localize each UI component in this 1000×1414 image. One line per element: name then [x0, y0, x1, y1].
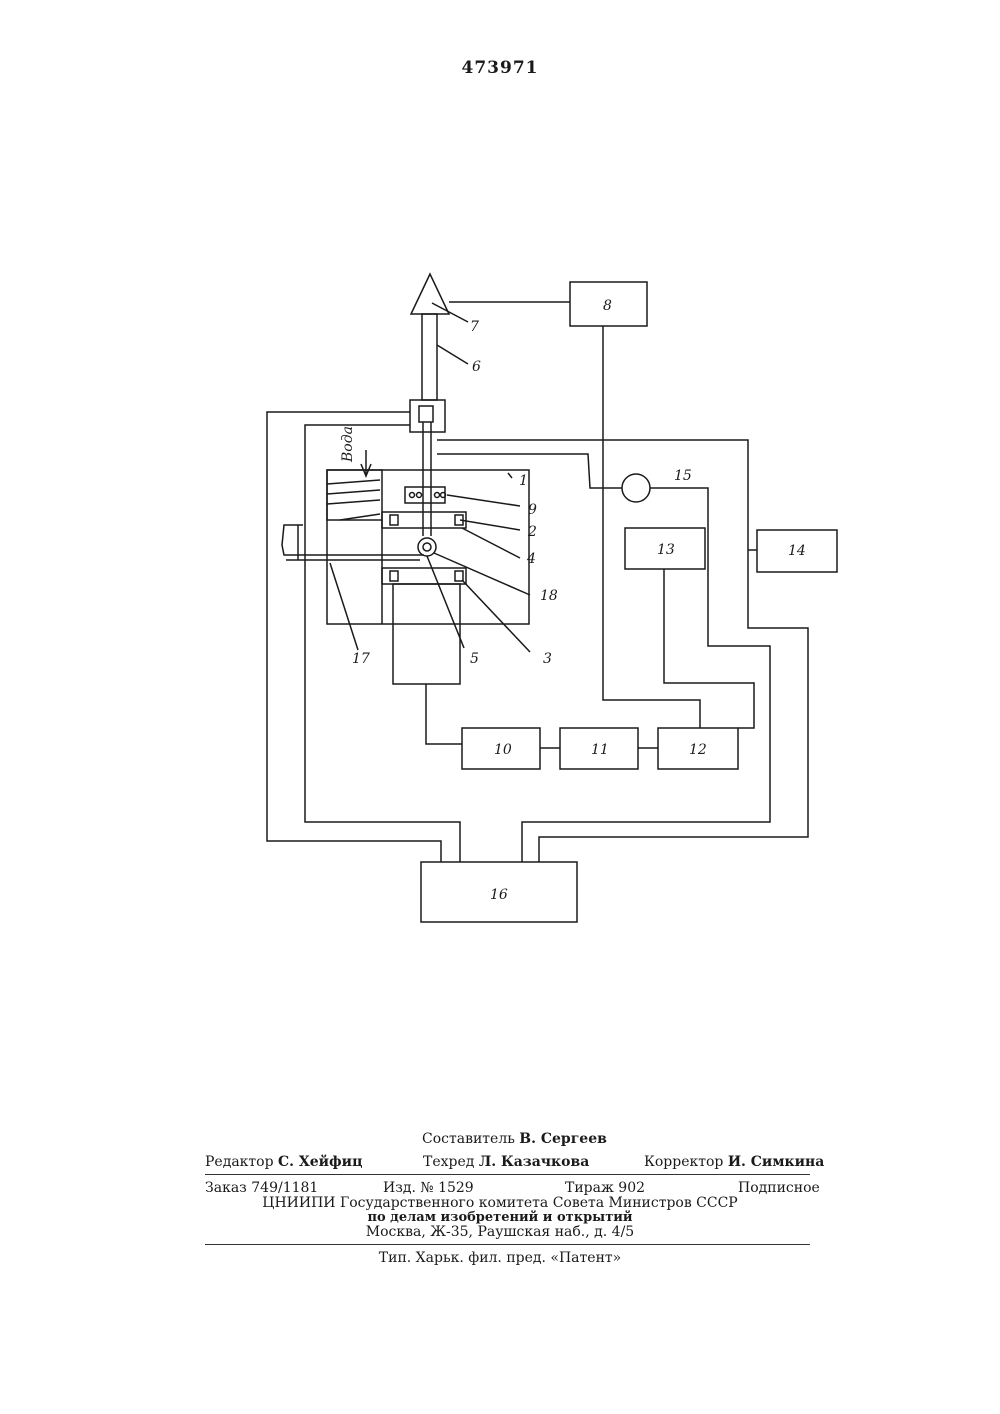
heater-17-rod: [282, 525, 424, 555]
label-water: Вода: [340, 426, 356, 463]
subscription: Подписное: [738, 1180, 820, 1196]
editor-label: Редактор: [205, 1154, 274, 1170]
techred-line: Техред Л. Казачкова: [423, 1154, 589, 1170]
techred-label: Техред: [423, 1154, 474, 1170]
label-1: 1: [519, 473, 528, 489]
label-6: 6: [472, 359, 481, 375]
heater-17-box: [327, 470, 382, 520]
label-2: 2: [527, 524, 537, 540]
corrector-name: И. Симкина: [728, 1154, 824, 1170]
rule-top: [205, 1174, 810, 1175]
label-8: 8: [603, 298, 612, 314]
compiler-line: Составитель В. Сергеев: [422, 1131, 607, 1147]
editor-name: С. Хейфиц: [278, 1154, 362, 1170]
label-18: 18: [540, 588, 558, 604]
label-4: 4: [526, 551, 536, 567]
order: Заказ 749/1181: [205, 1180, 318, 1196]
line-to-14: [437, 440, 808, 862]
techred-name: Л. Казачкова: [479, 1154, 589, 1170]
label-12: 12: [689, 742, 707, 758]
circulation: Тираж 902: [565, 1180, 645, 1196]
label-17: 17: [352, 651, 370, 667]
label-13: 13: [657, 542, 675, 558]
coupling-inner: [419, 406, 433, 422]
coupling: [410, 400, 445, 432]
label-16: 16: [490, 887, 508, 903]
element-15: [622, 474, 650, 502]
schematic-diagram: 7 8 6 15 1 9 2 13 14 4 18 17 5 3 10 11 1…: [0, 0, 1000, 1000]
diagram-labels: 7 8 6 15 1 9 2 13 14 4 18 17 5 3 10 11 1…: [340, 298, 806, 903]
compiler-name: В. Сергеев: [519, 1131, 607, 1147]
address: Москва, Ж-35, Раушская наб., д. 4/5: [0, 1224, 1000, 1240]
label-11: 11: [591, 742, 609, 758]
label-3: 3: [543, 651, 552, 667]
editor-line: Редактор С. Хейфиц: [205, 1154, 362, 1170]
mast-6: [422, 314, 437, 400]
antenna-7: [411, 274, 449, 314]
institute: ЦНИИПИ Государственного комитета Совета …: [0, 1195, 1000, 1211]
edition: Изд. № 1529: [383, 1180, 474, 1196]
printer: Тип. Харьк. фил. пред. «Патент»: [0, 1250, 1000, 1266]
label-14: 14: [788, 543, 806, 559]
label-7: 7: [470, 319, 479, 335]
label-15: 15: [674, 468, 692, 484]
rule-bottom: [205, 1244, 810, 1245]
corrector-line: Корректор И. Симкина: [644, 1154, 824, 1170]
sample-5: [418, 538, 436, 556]
lower-housing: [393, 584, 460, 684]
label-5: 5: [470, 651, 479, 667]
corrector-label: Корректор: [644, 1154, 723, 1170]
affairs: по делам изобретений и открытий: [0, 1210, 1000, 1225]
compiler-label: Составитель: [422, 1131, 515, 1147]
label-10: 10: [494, 742, 512, 758]
label-9: 9: [528, 502, 537, 518]
